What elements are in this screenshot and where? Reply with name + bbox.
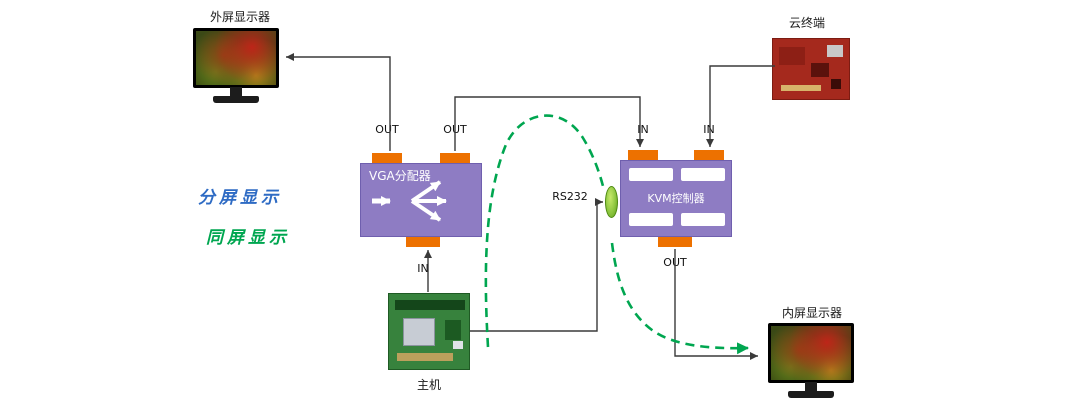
kvm-out-port: [658, 236, 692, 247]
kvm-controller-label: KVM控制器: [647, 192, 705, 205]
monitor-photo: [196, 31, 276, 85]
dashed-same-screen-path-left: [484, 114, 606, 348]
kvm-slot: [629, 168, 673, 181]
vga-out-left-port-label: OUT: [375, 123, 399, 136]
kvm-out-port-label: OUT: [663, 256, 687, 269]
monitor-stand-base: [788, 391, 834, 398]
cloud-terminal-label: 云终端: [789, 16, 826, 30]
board-chip: [811, 63, 829, 77]
vga-splitter-label: VGA分配器: [369, 169, 431, 183]
board-slot: [395, 300, 465, 310]
cloud-terminal-board: [772, 38, 850, 100]
host-board: [388, 293, 470, 370]
rs232-link-label: RS232: [552, 190, 588, 203]
kvm-slot: [629, 213, 673, 226]
vga-splitter-box: VGA分配器: [360, 163, 482, 237]
legend-same-screen-label: 同屏显示: [206, 228, 290, 248]
board-chip: [827, 45, 843, 57]
monitor-stand-neck: [230, 87, 242, 96]
external-display-label: 外屏显示器: [210, 10, 271, 24]
kvm-in-right-port-label: IN: [703, 123, 715, 136]
board-chip: [831, 79, 841, 89]
board-cpu: [403, 318, 435, 346]
vga-out-right-port-label: OUT: [443, 123, 467, 136]
board-region: [779, 47, 805, 65]
wire-host-rs232-to-kvm: [470, 198, 603, 332]
kvm-in-left-port: [628, 150, 658, 161]
external-display-monitor: [193, 28, 279, 103]
monitor-photo: [771, 326, 851, 380]
vga-out-right-port: [440, 153, 470, 164]
monitor-screen: [193, 28, 279, 88]
monitor-stand-neck: [805, 382, 817, 391]
internal-display-monitor: [768, 323, 854, 398]
wire-vga-out-right-to-kvm-in: [454, 96, 644, 151]
kvm-slot: [681, 168, 725, 181]
board-chip: [445, 320, 461, 340]
kvm-rs232-connector: [605, 186, 618, 218]
vga-in-port-label: IN: [417, 262, 429, 275]
monitor-stand-base: [213, 96, 259, 103]
board-connector: [397, 353, 453, 361]
kvm-controller-box: KVM控制器: [620, 160, 732, 237]
internal-display-label: 内屏显示器: [782, 306, 843, 320]
vga-out-left-port: [372, 153, 402, 164]
vga-in-port: [406, 236, 440, 247]
monitor-screen: [768, 323, 854, 383]
wire-vga-out-left-to-external-display: [286, 53, 391, 151]
board-connector: [781, 85, 821, 91]
kvm-in-left-port-label: IN: [637, 123, 649, 136]
kvm-slot: [681, 213, 725, 226]
board-chip: [453, 341, 463, 349]
host-label: 主机: [417, 378, 442, 392]
kvm-in-right-port: [694, 150, 724, 161]
legend-split-screen-label: 分屏显示: [198, 188, 282, 208]
